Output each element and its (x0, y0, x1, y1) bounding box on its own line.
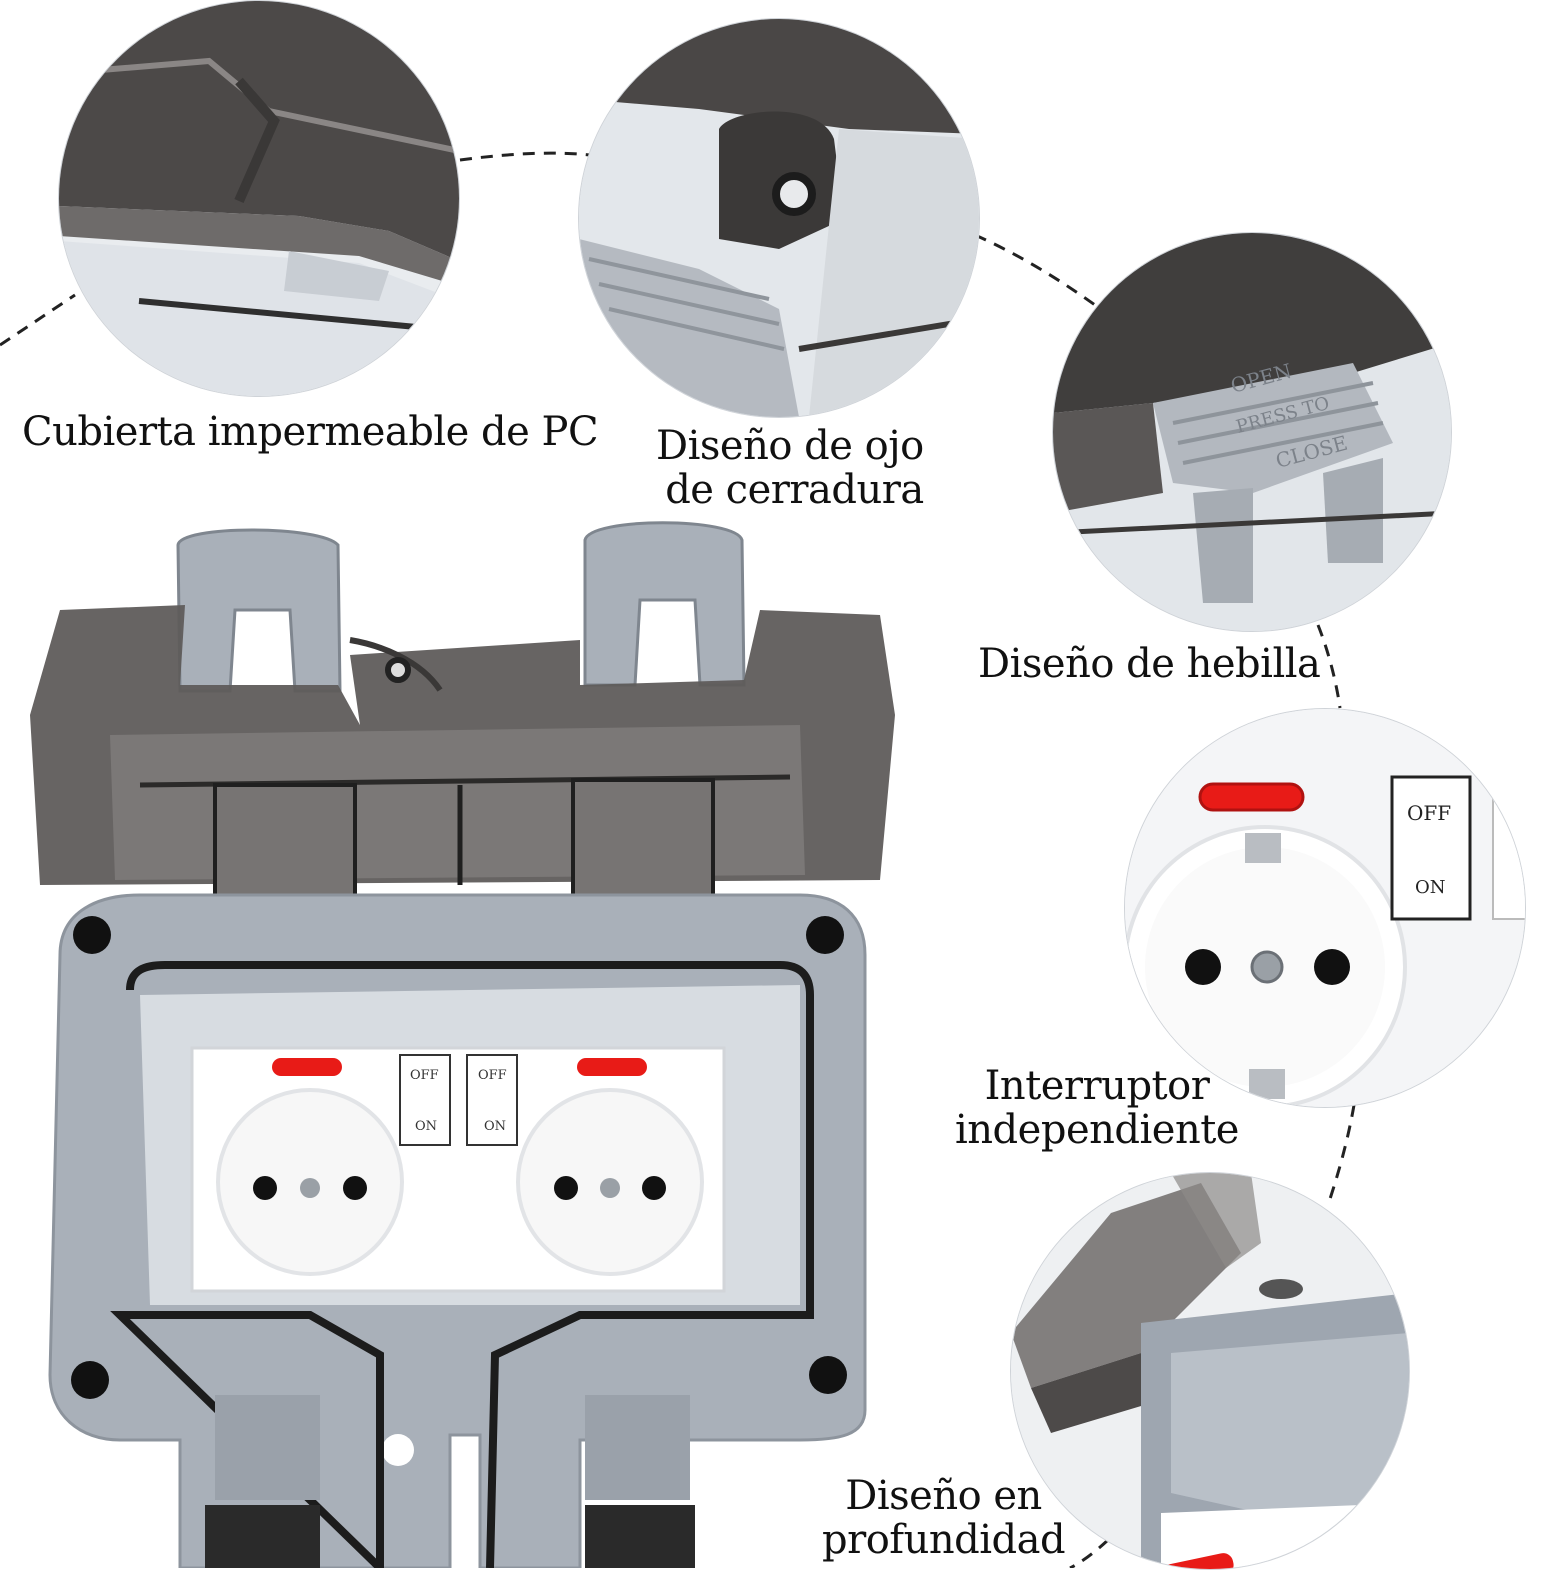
label-lock-eye-line-1: Diseño de ojo (656, 423, 924, 469)
label-buckle-line-1: Diseño de hebilla (978, 641, 1321, 687)
zoom-cover-image (58, 0, 460, 397)
zoom-switch-image: OFF ON (1124, 708, 1526, 1108)
socket-switch-right-off: OFF (478, 1068, 507, 1083)
label-depth-line-1: Diseño en (845, 1473, 1042, 1519)
zoom-buckle-image: OPEN PRESS TO CLOSE (1052, 232, 1452, 632)
label-depth-line-2: profundidad (822, 1517, 1066, 1563)
zoom-switch-on-label: ON (1415, 877, 1446, 898)
label-depth: Diseño en profundidad (822, 1473, 1066, 1563)
label-lock-eye-line-2: de cerradura (665, 467, 924, 513)
label-lock-eye: Diseño de ojo de cerradura (656, 424, 924, 512)
label-switch: Interruptor independiente (955, 1064, 1239, 1152)
zoom-switch-off-label: OFF (1407, 801, 1452, 825)
socket-switch-right-on: ON (484, 1119, 507, 1134)
socket-switch-left-off: OFF (410, 1068, 439, 1083)
label-switch-line-1: Interruptor (984, 1063, 1210, 1109)
socket-switch-left-on: ON (415, 1119, 438, 1134)
label-cover: Cubierta impermeable de PC (22, 409, 599, 455)
label-switch-line-2: independiente (955, 1107, 1239, 1153)
zoom-lock-eye-image (578, 18, 980, 418)
zoom-depth-image (1010, 1172, 1410, 1570)
label-buckle: Diseño de hebilla (978, 641, 1321, 687)
label-cover-line-1: Cubierta impermeable de PC (22, 409, 599, 455)
product-socket-box: OFF ON OFF ON (20, 515, 900, 1572)
